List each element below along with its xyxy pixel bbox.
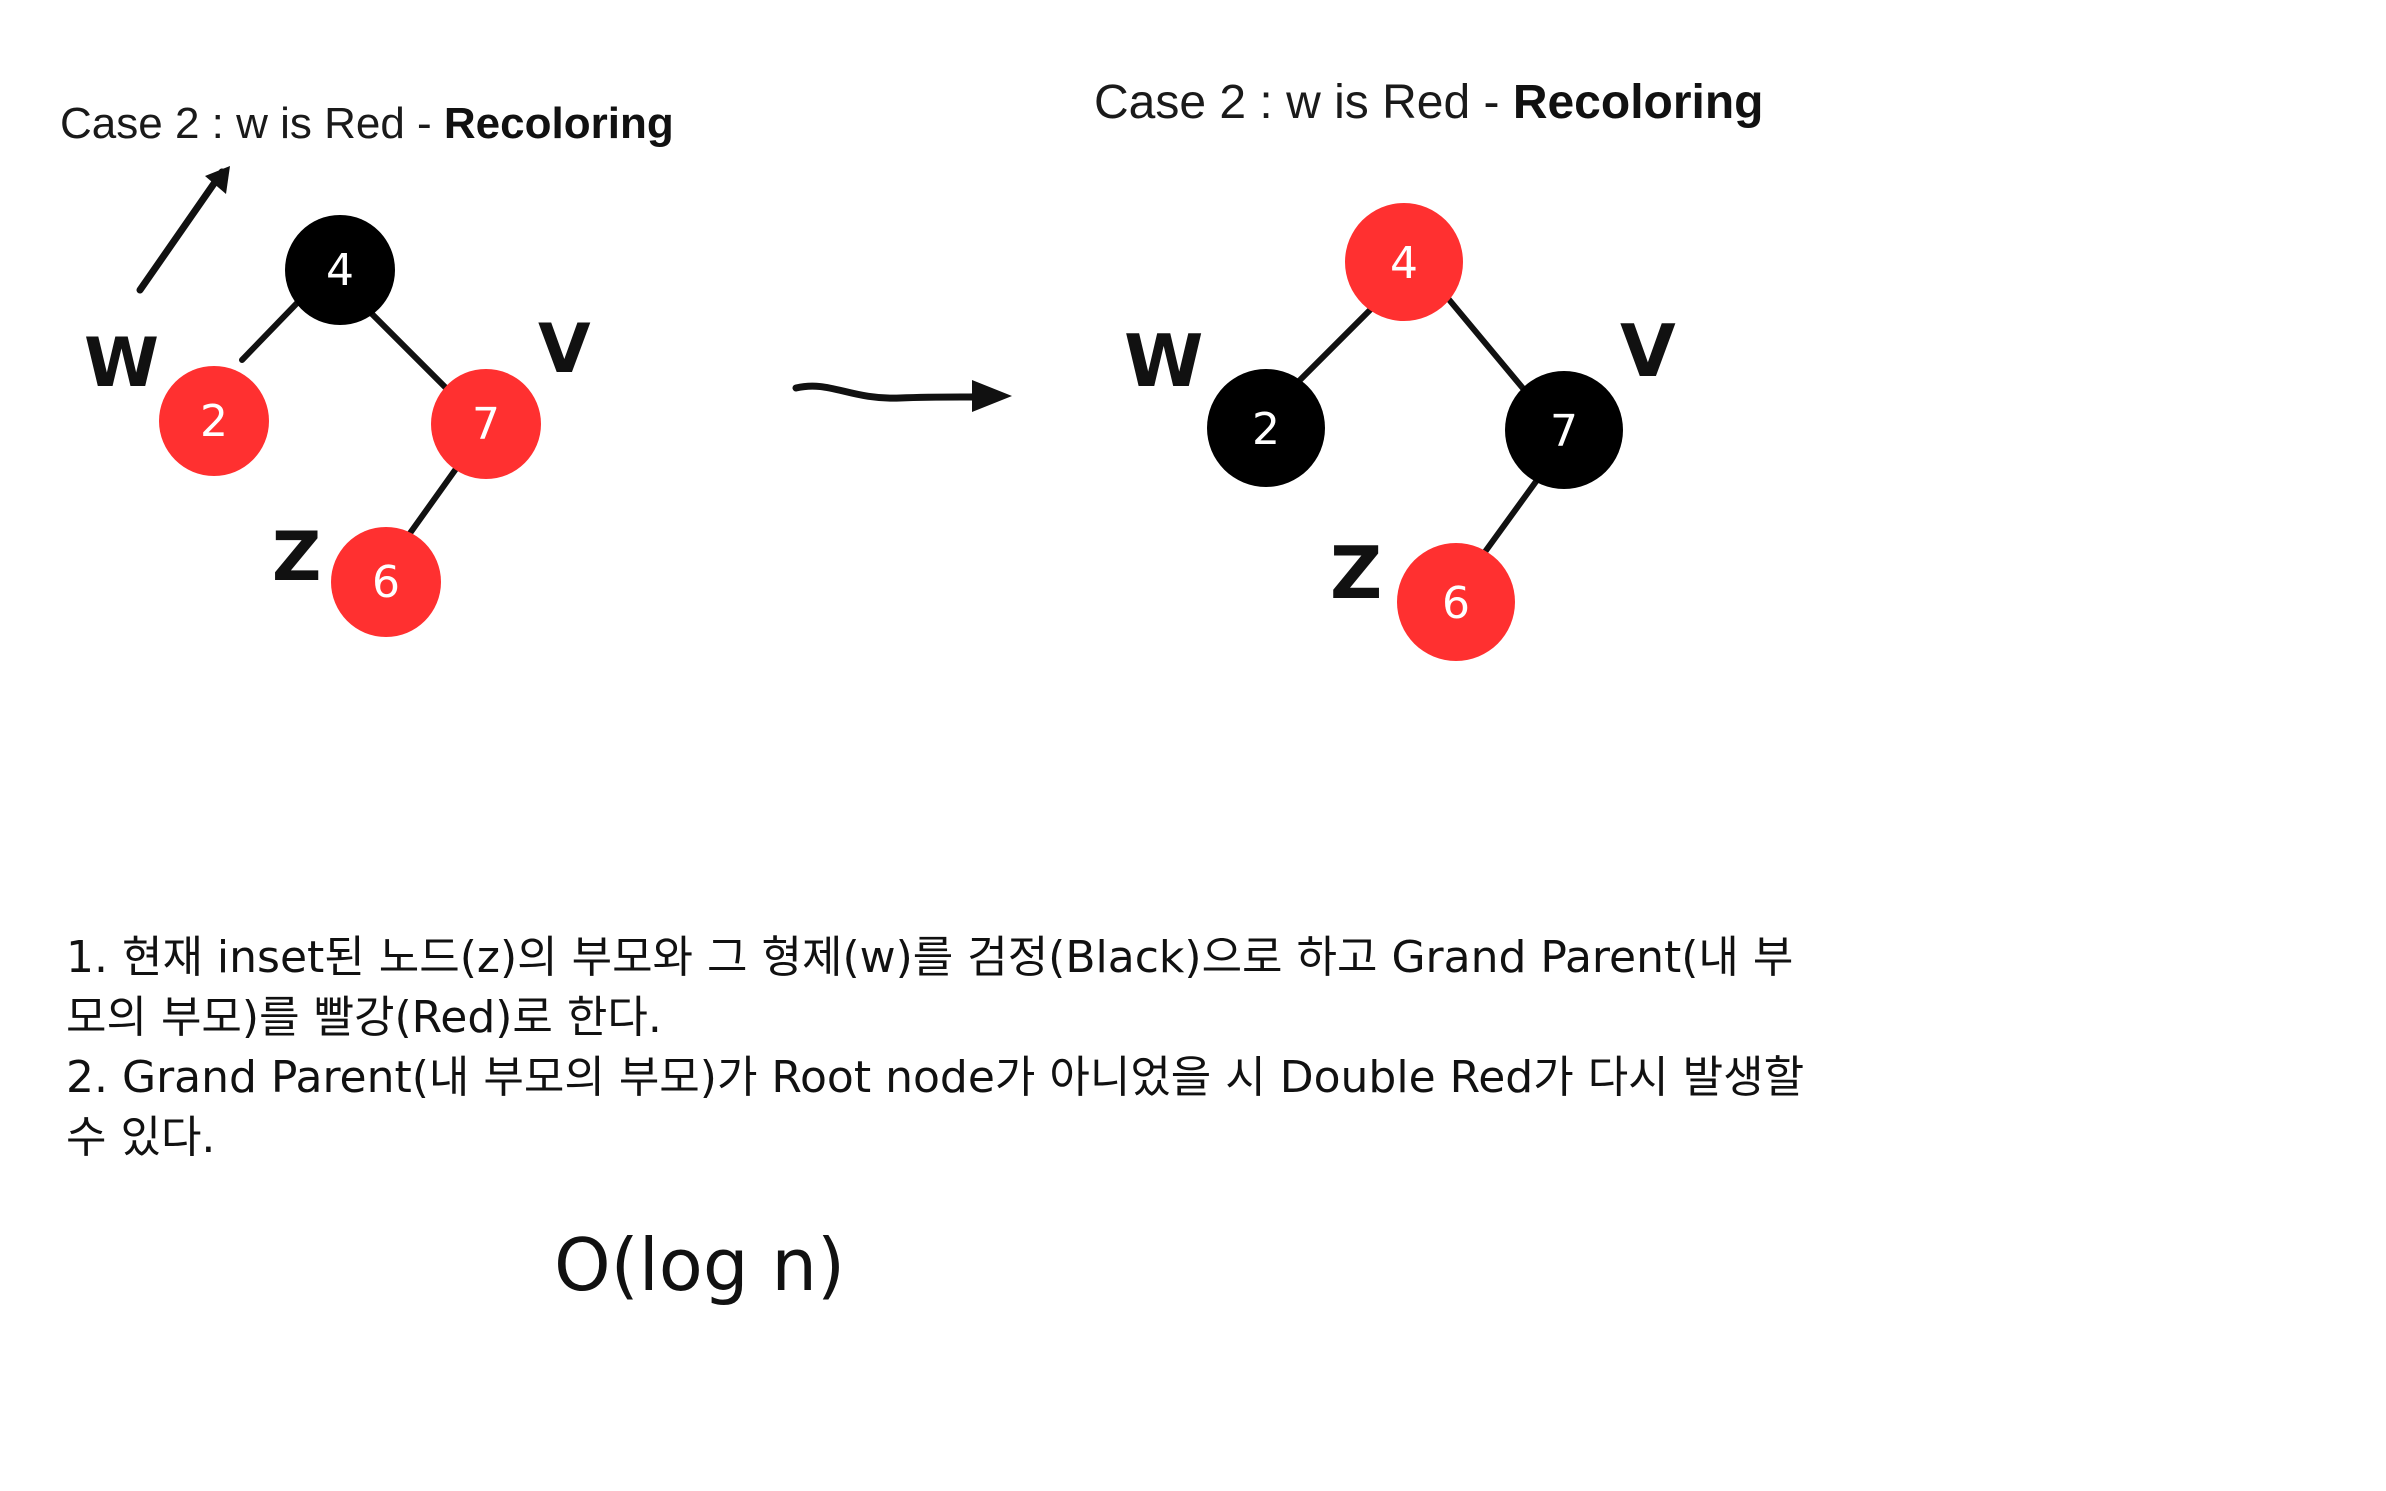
left-marker-z: Z — [272, 518, 321, 597]
right-title: Case 2 : w is Red - Recoloring — [1094, 76, 1764, 129]
right-edge-7-6 — [1479, 473, 1543, 559]
left-title-bold: Recoloring — [444, 99, 674, 148]
note-2: 2. Grand Parent(내 부모의 부모)가 Root node가 아니… — [66, 1052, 1805, 1163]
left-node-2 — [159, 366, 269, 476]
left-edge-7-6 — [405, 463, 461, 539]
transition-arrow-shaft — [792, 382, 1004, 402]
left-marker-w: W — [84, 324, 159, 403]
right-node-4-label: 4 — [1390, 238, 1418, 289]
transition-arrow-head — [972, 380, 1012, 412]
left-node-7 — [431, 369, 541, 479]
left-edge-4-7 — [369, 311, 453, 395]
complexity-note: O(log n) — [554, 1223, 845, 1307]
left-node-4-label: 4 — [326, 245, 354, 296]
left-title: Case 2 : w is Red - Recoloring — [60, 99, 674, 148]
title-pointer-arrowhead — [205, 166, 230, 194]
left-node-6-label: 6 — [372, 557, 400, 608]
title-pointer-arrow — [136, 168, 226, 294]
right-diagram: Case 2 : w is Red - Recoloring 4 2 7 6 W… — [1094, 76, 1764, 661]
note-1: 1. 현재 inset된 노드(z)의 부모와 그 형제(w)를 검정(Blac… — [66, 932, 1794, 1043]
left-node-6 — [331, 527, 441, 637]
left-marker-v: V — [538, 310, 591, 389]
right-marker-v: V — [1620, 309, 1676, 393]
left-node-4 — [285, 215, 395, 325]
right-marker-z: Z — [1330, 531, 1382, 615]
right-node-2-label: 2 — [1252, 404, 1280, 455]
notes: 1. 현재 inset된 노드(z)의 부모와 그 형제(w)를 검정(Blac… — [66, 928, 1806, 1168]
left-node-7-label: 7 — [472, 399, 500, 450]
right-node-2 — [1207, 369, 1325, 487]
right-node-7-label: 7 — [1550, 406, 1578, 457]
right-title-bold: Recoloring — [1513, 76, 1764, 129]
right-marker-w: W — [1124, 319, 1203, 403]
right-node-6 — [1397, 543, 1515, 661]
transition-arrow — [792, 380, 1012, 412]
left-node-2-label: 2 — [200, 396, 228, 447]
right-node-6-label: 6 — [1442, 578, 1470, 629]
left-edge-4-2 — [239, 297, 303, 363]
right-edge-4-2 — [1297, 303, 1377, 383]
left-diagram: Case 2 : w is Red - Recoloring 4 2 7 6 W… — [60, 99, 674, 637]
right-node-4 — [1345, 203, 1463, 321]
right-node-7 — [1505, 371, 1623, 489]
right-edge-4-7 — [1443, 293, 1529, 395]
